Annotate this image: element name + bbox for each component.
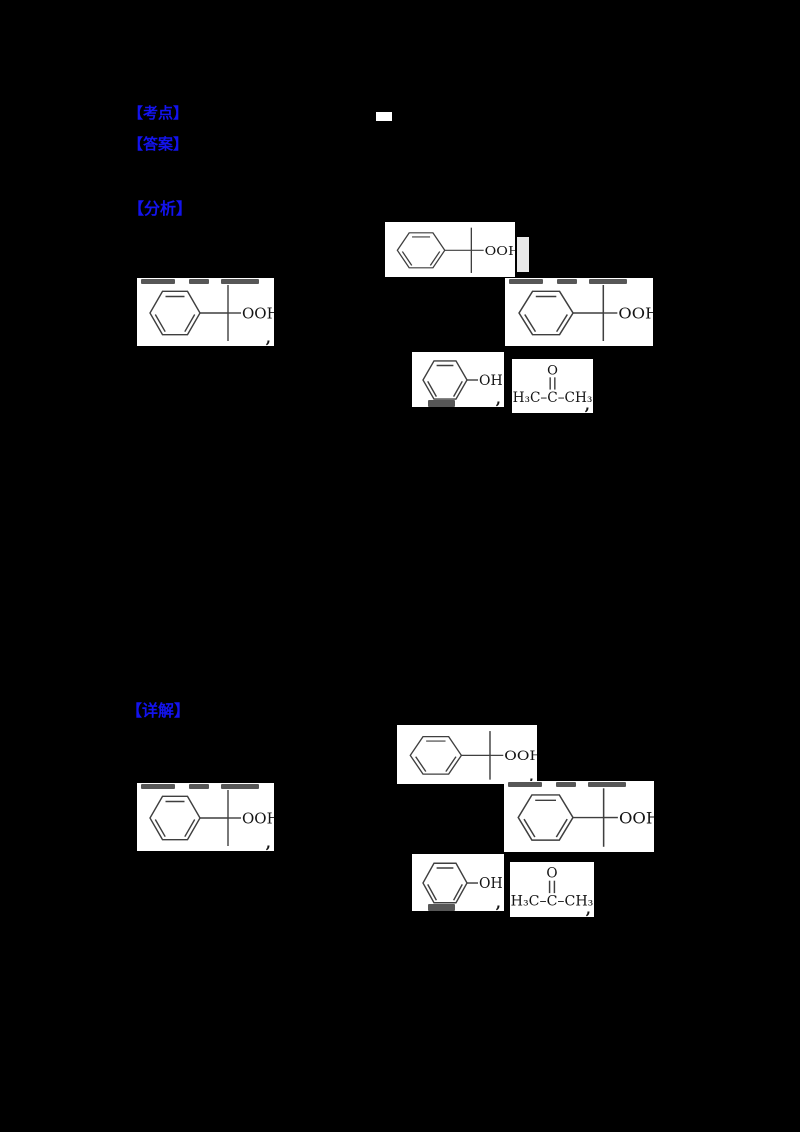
double-bond-inner bbox=[401, 251, 413, 266]
paragraph-link-4[interactable]: 【详解】 bbox=[126, 701, 191, 720]
acetone-formula-label: H₃C–C–CH₃ bbox=[511, 894, 594, 910]
cumene-hydroperoxide-structure-2: OOH, bbox=[137, 278, 274, 346]
cumene-hydroperoxide-diagram: OOH bbox=[396, 227, 515, 273]
benzene-ring bbox=[396, 232, 446, 269]
text-fragment bbox=[428, 904, 455, 911]
white-dash-fragment bbox=[376, 112, 392, 121]
benzene-ring bbox=[518, 290, 574, 336]
hydroxyl-label: OH bbox=[479, 876, 503, 892]
text-fragment bbox=[556, 782, 576, 787]
text-fragment bbox=[588, 782, 626, 787]
oxygen-label: O bbox=[546, 866, 557, 882]
benzene-ring bbox=[149, 795, 201, 841]
phenol-structure-2: OH, bbox=[412, 854, 504, 911]
paragraph-link-3[interactable]: 【分析】 bbox=[128, 199, 193, 218]
cumene-hydroperoxide-diagram: OOH bbox=[149, 285, 274, 341]
oxygen-label: O bbox=[547, 363, 558, 378]
text-fragment bbox=[221, 784, 259, 789]
acetone-formula-label: H₃C–C–CH₃ bbox=[513, 390, 593, 406]
acetone-diagram: O H₃C–C–CH₃ bbox=[511, 866, 594, 910]
text-fragment bbox=[189, 279, 209, 284]
hydroperoxide-label: OOH bbox=[504, 749, 537, 764]
acetone-structure-2: O H₃C–C–CH₃, bbox=[510, 862, 594, 917]
text-fragment bbox=[509, 279, 543, 284]
comma-fragment: , bbox=[584, 396, 590, 414]
paragraph-link-2[interactable]: 【答案】 bbox=[128, 135, 189, 153]
cumene-hydroperoxide-structure-4: OOH, bbox=[397, 725, 537, 784]
double-bond-inner bbox=[427, 380, 438, 397]
hydroperoxide-label: OOH bbox=[619, 809, 654, 828]
double-bond-inner bbox=[523, 818, 536, 838]
double-bond-inner bbox=[555, 314, 568, 333]
text-fragment bbox=[557, 279, 577, 284]
comma-fragment: , bbox=[528, 767, 534, 785]
cumene-hydroperoxide-diagram: OOH bbox=[409, 731, 537, 780]
double-bond-inner bbox=[154, 314, 166, 333]
text-fragment bbox=[141, 279, 175, 284]
comma-fragment: , bbox=[495, 390, 501, 408]
double-bond-inner bbox=[524, 314, 537, 333]
hydroxyl-label: OH bbox=[479, 373, 503, 389]
comma-fragment: , bbox=[265, 329, 271, 347]
phenol-diagram: OH bbox=[422, 862, 503, 904]
text-fragment bbox=[189, 784, 209, 789]
hydroperoxide-label: OOH bbox=[242, 305, 274, 323]
text-fragment bbox=[141, 784, 175, 789]
benzene-ring bbox=[409, 735, 463, 775]
cumene-hydroperoxide-structure-5: OOH, bbox=[137, 783, 274, 851]
double-bond-inner bbox=[427, 884, 438, 901]
hydroperoxide-label: OOH bbox=[242, 810, 274, 828]
double-bond-inner bbox=[452, 380, 463, 397]
cumene-hydroperoxide-diagram: OOH bbox=[517, 788, 654, 847]
cumene-hydroperoxide-structure-6: OOH bbox=[504, 781, 654, 852]
cumene-hydroperoxide-diagram: OOH bbox=[149, 790, 274, 846]
benzene-ring bbox=[422, 360, 468, 400]
text-fragment bbox=[221, 279, 259, 284]
double-bond-inner bbox=[184, 314, 196, 333]
text-fragment bbox=[589, 279, 627, 284]
hydroperoxide-label: OOH bbox=[618, 305, 653, 322]
phenol-diagram: OH bbox=[422, 360, 503, 400]
double-bond-inner bbox=[555, 818, 568, 838]
comma-fragment: , bbox=[585, 900, 591, 918]
text-fragment bbox=[508, 782, 542, 787]
hydroperoxide-label: OOH bbox=[485, 245, 515, 259]
phenol-structure-1: OH, bbox=[412, 352, 504, 407]
double-bond-inner bbox=[452, 884, 463, 901]
cumene-hydroperoxide-structure-1: OOH bbox=[385, 222, 515, 277]
text-fragment bbox=[428, 400, 455, 407]
paragraph-link-1[interactable]: 【考点】 bbox=[128, 104, 189, 122]
comma-fragment: , bbox=[265, 834, 271, 852]
benzene-ring bbox=[422, 862, 468, 904]
benzene-ring bbox=[149, 290, 201, 336]
comma-fragment: , bbox=[495, 894, 501, 912]
acetone-diagram: O H₃C–C–CH₃ bbox=[513, 363, 593, 406]
cumene-hydroperoxide-structure-3: OOH bbox=[505, 278, 653, 346]
white-sliver-fragment bbox=[517, 237, 529, 272]
benzene-ring bbox=[517, 794, 574, 841]
double-bond-inner bbox=[445, 756, 457, 772]
double-bond-inner bbox=[184, 819, 196, 838]
double-bond-inner bbox=[429, 251, 441, 266]
acetone-structure-1: O H₃C–C–CH₃, bbox=[512, 359, 593, 413]
cumene-hydroperoxide-diagram: OOH bbox=[518, 285, 653, 341]
double-bond-inner bbox=[154, 819, 166, 838]
double-bond-inner bbox=[415, 756, 427, 772]
